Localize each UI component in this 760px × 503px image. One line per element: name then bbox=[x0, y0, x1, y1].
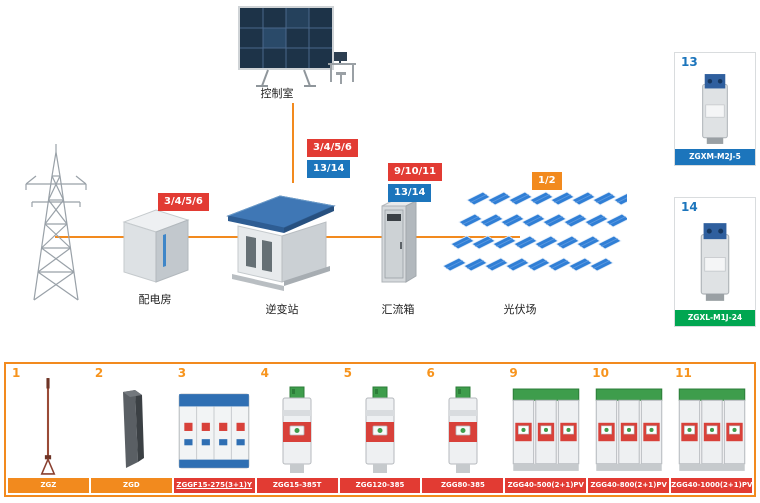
signal-spd-graphic bbox=[675, 214, 755, 310]
product-number: 11 bbox=[675, 366, 692, 380]
control-room-graphic bbox=[228, 4, 358, 102]
product-number: 9 bbox=[509, 366, 518, 380]
product-card: 1 ZGZ bbox=[8, 366, 89, 493]
side-product-number: 14 bbox=[681, 200, 698, 214]
product-number: 5 bbox=[343, 366, 352, 380]
pv-field-graphic bbox=[443, 186, 627, 288]
side-product-13: 13 ZGXM-M2J-5 bbox=[674, 52, 756, 166]
combiner-badge-blue: 13/14 bbox=[388, 184, 432, 202]
product-model-label: ZGG80-385 bbox=[422, 478, 504, 493]
product-number: 3 bbox=[177, 366, 187, 380]
product-image bbox=[340, 366, 421, 478]
inverter-station-label: 逆变站 bbox=[265, 303, 299, 316]
product-card: 4 ZGG15-385T bbox=[256, 366, 338, 493]
product-image bbox=[588, 366, 669, 478]
product-image bbox=[174, 366, 255, 478]
combiner-box-graphic bbox=[374, 196, 422, 292]
product-card: 6 ZGG80-385 bbox=[422, 366, 504, 493]
product-number: 4 bbox=[260, 366, 270, 380]
product-image bbox=[671, 366, 752, 478]
side-product-14: 14 ZGXL-M1J-24 bbox=[674, 197, 756, 327]
inverter-badge-blue: 13/14 bbox=[307, 160, 351, 178]
pv-field-label: 光伏场 bbox=[503, 303, 537, 316]
product-image bbox=[257, 366, 338, 478]
product-model-label: ZGG40-1000(2+1)PV bbox=[671, 478, 753, 493]
combiner-box-label: 汇流箱 bbox=[381, 303, 415, 316]
product-image bbox=[505, 366, 586, 478]
side-product-model: ZGXM-M2J-5 bbox=[675, 149, 755, 165]
bus-line-vertical bbox=[292, 103, 294, 183]
product-card: 5 ZGG120-385 bbox=[339, 366, 421, 493]
product-image bbox=[91, 366, 172, 478]
power-room-graphic bbox=[116, 202, 194, 290]
product-number: 2 bbox=[94, 366, 104, 380]
inverter-badge-red: 3/4/5/6 bbox=[307, 139, 358, 157]
product-model-label: ZGG40-800(2+1)PV bbox=[588, 478, 670, 493]
product-model-label: ZGG120-385 bbox=[339, 478, 421, 493]
power-room-badge-red: 3/4/5/6 bbox=[158, 193, 209, 211]
product-card: 10 ZGG40-800(2+1)PV bbox=[588, 366, 670, 493]
product-model-label: ZGG40-500(2+1)PV bbox=[505, 478, 587, 493]
product-model-label: ZGD bbox=[90, 478, 172, 493]
product-number: 10 bbox=[592, 366, 609, 380]
product-number: 6 bbox=[426, 366, 435, 380]
product-model-label: ZGG15-385T bbox=[256, 478, 338, 493]
product-image bbox=[422, 366, 503, 478]
product-model-label: ZGZ bbox=[8, 478, 89, 493]
product-model-label: ZGGF15-275(3+1)Y bbox=[173, 478, 255, 493]
side-product-number: 13 bbox=[681, 55, 698, 69]
pv-badge-orange: 1/2 bbox=[532, 172, 562, 190]
product-card: 11 ZGG40-1000(2+1)PV bbox=[671, 366, 753, 493]
product-card: 2 ZGD bbox=[90, 366, 172, 493]
signal-spd-graphic bbox=[675, 69, 755, 149]
inverter-station-graphic bbox=[226, 170, 336, 294]
transmission-tower-graphic bbox=[12, 142, 100, 304]
power-room-label: 配电房 bbox=[138, 293, 172, 306]
product-card: 9 ZGG40-500(2+1)PV bbox=[505, 366, 587, 493]
bottom-panel: 1 ZGZ 2 ZGD 3 ZGGF15-275(3+1)Y 4 ZGG15-3… bbox=[4, 362, 756, 497]
side-product-model: ZGXL-M1J-24 bbox=[675, 310, 755, 326]
product-card: 3 ZGGF15-275(3+1)Y bbox=[173, 366, 255, 493]
combiner-badge-red: 9/10/11 bbox=[388, 163, 443, 181]
control-room-label: 控制室 bbox=[260, 87, 294, 100]
product-image bbox=[8, 366, 89, 478]
product-number: 1 bbox=[12, 366, 21, 380]
